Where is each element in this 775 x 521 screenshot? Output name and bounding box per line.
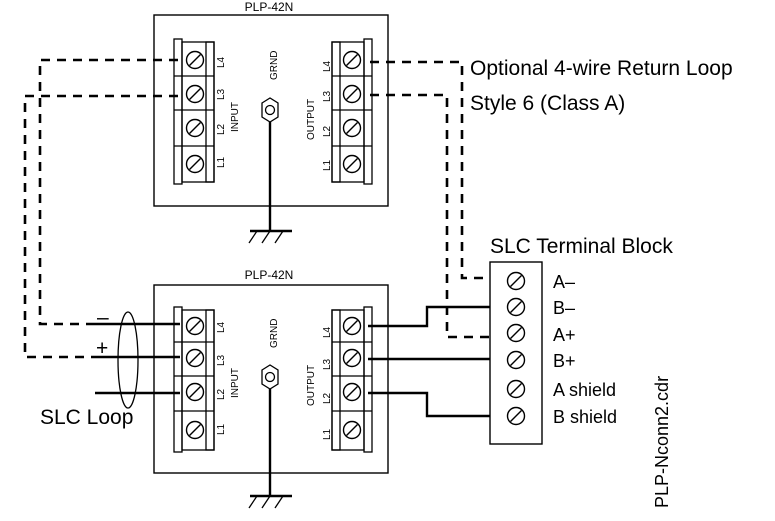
slc-terminal-block-title: SLC Terminal Block bbox=[490, 235, 673, 258]
bottom-output-label: OUTPUT bbox=[306, 365, 317, 406]
slc-loop-label: SLC Loop bbox=[40, 406, 133, 429]
bottom-output-screw-l2 bbox=[342, 382, 362, 402]
top-input-screw-l2 bbox=[185, 118, 205, 138]
top-output-terminal-l4: L4 bbox=[322, 60, 333, 72]
top-ground-nut bbox=[261, 97, 279, 123]
bottom-ground-label: GRND bbox=[269, 319, 280, 348]
top-input-terminal-l1: L1 bbox=[216, 156, 227, 168]
top-input-label: INPUT bbox=[230, 102, 241, 132]
top-input-terminal-l2: L2 bbox=[216, 123, 227, 135]
bottom-module: PLP-42N L4 L3 L2 L1 INPUT GRND bbox=[153, 268, 389, 509]
bottom-ground-symbol-icon bbox=[248, 494, 292, 509]
slc-screw-b-plus bbox=[506, 350, 526, 370]
bottom-input-terminal-l1: L1 bbox=[216, 423, 227, 435]
slc-screw-b-shield bbox=[506, 406, 526, 426]
return-loop-title: Optional 4-wire Return Loop bbox=[470, 57, 733, 80]
slc-terminal-b-plus: B+ bbox=[553, 351, 576, 371]
slc-terminal-block bbox=[489, 261, 543, 445]
top-input-screw-l4 bbox=[185, 50, 205, 70]
slc-loop-plus-sign: + bbox=[96, 337, 108, 360]
top-output-terminal-l3: L3 bbox=[322, 90, 333, 102]
bottom-input-screw-l1 bbox=[185, 420, 205, 440]
top-input-terminal-l4: L4 bbox=[216, 56, 227, 68]
slc-screw-b-minus bbox=[506, 297, 526, 317]
top-ground-label: GRND bbox=[269, 51, 280, 80]
slc-loop-bundle-ellipse bbox=[117, 311, 139, 409]
bottom-output-screw-l1 bbox=[342, 420, 362, 440]
solid-wires bbox=[95, 305, 496, 418]
bottom-output-terminal-strip bbox=[331, 306, 373, 453]
slc-screw-a-shield bbox=[506, 379, 526, 399]
bottom-output-terminal-l2: L2 bbox=[322, 392, 333, 404]
top-output-terminal-strip bbox=[331, 38, 373, 185]
top-output-terminal-l2: L2 bbox=[322, 125, 333, 137]
slc-terminal-a-shield: A shield bbox=[553, 380, 616, 400]
top-module-title: PLP-42N bbox=[245, 0, 294, 14]
top-input-screw-l1 bbox=[185, 154, 205, 174]
bottom-output-terminal-l1: L1 bbox=[322, 428, 333, 440]
slc-terminal-b-minus: B– bbox=[553, 298, 575, 318]
top-module: PLP-42N L4 L3 L2 L1 INPUT GRND bbox=[153, 0, 389, 244]
bottom-input-screw-l4 bbox=[185, 316, 205, 336]
top-input-screw-l3 bbox=[185, 84, 205, 104]
slc-terminal-a-plus: A+ bbox=[553, 325, 576, 345]
slc-terminal-a-minus: A– bbox=[553, 272, 575, 292]
bottom-input-terminal-l4: L4 bbox=[216, 321, 227, 333]
top-output-screw-l4 bbox=[342, 50, 362, 70]
bottom-module-title: PLP-42N bbox=[245, 268, 294, 282]
bottom-ground-nut bbox=[261, 364, 279, 390]
return-loop-wires bbox=[23, 58, 490, 359]
top-output-screw-l3 bbox=[342, 84, 362, 104]
file-name-label: PLP-Nconn2.cdr bbox=[652, 376, 672, 508]
top-ground-symbol-icon bbox=[248, 229, 292, 244]
top-output-label: OUTPUT bbox=[306, 99, 317, 140]
top-output-terminal-l1: L1 bbox=[322, 159, 333, 171]
slc-screw-a-minus bbox=[506, 271, 526, 291]
return-loop-style: Style 6 (Class A) bbox=[470, 92, 625, 115]
bottom-output-screw-l3 bbox=[342, 348, 362, 368]
top-input-terminal-l3: L3 bbox=[216, 88, 227, 100]
bottom-output-terminal-l3: L3 bbox=[322, 358, 333, 370]
top-input-terminal-strip bbox=[173, 38, 215, 185]
top-output-screw-l2 bbox=[342, 118, 362, 138]
bottom-input-terminal-l2: L2 bbox=[216, 388, 227, 400]
bottom-input-screw-l2 bbox=[185, 382, 205, 402]
top-output-screw-l1 bbox=[342, 154, 362, 174]
bottom-output-screw-l4 bbox=[342, 316, 362, 336]
bottom-input-screw-l3 bbox=[185, 348, 205, 368]
bottom-input-terminal-l3: L3 bbox=[216, 354, 227, 366]
slc-loop-minus-sign: – bbox=[97, 306, 109, 329]
bottom-input-terminal-strip bbox=[173, 306, 215, 453]
slc-screw-a-plus bbox=[506, 323, 526, 343]
slc-terminal-b-shield: B shield bbox=[553, 407, 617, 427]
bottom-output-terminal-l4: L4 bbox=[322, 326, 333, 338]
bottom-input-label: INPUT bbox=[230, 368, 241, 398]
